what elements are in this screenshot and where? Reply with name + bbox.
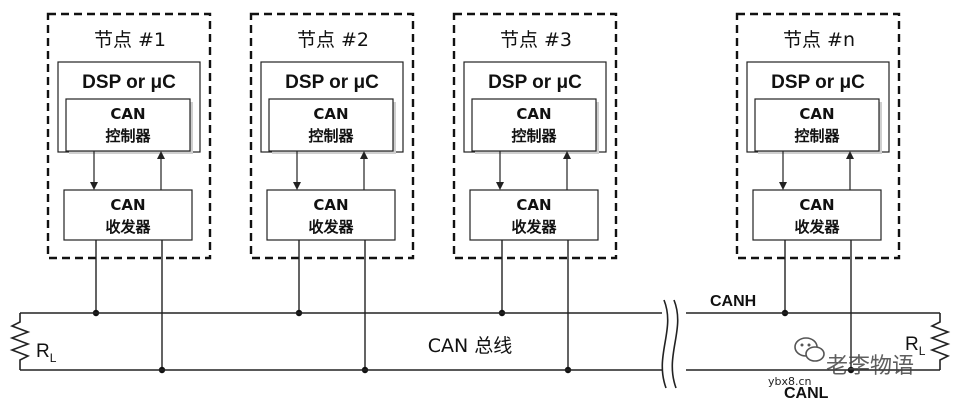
bus-break-mark-b <box>671 299 679 389</box>
node-1-controller-box <box>65 98 191 152</box>
node-1-frame <box>46 12 212 260</box>
node-2-transceiver-line1: CAN <box>313 196 348 214</box>
node-3-frame <box>452 12 618 260</box>
node-2-controller-line2: 控制器 <box>308 127 354 145</box>
resistor-left <box>9 313 31 370</box>
node-2-controller-line1: CAN <box>313 105 348 123</box>
node-2-transceiver-line2: 收发器 <box>308 218 354 236</box>
watermark: 老李物语 ybx8.cn <box>768 337 914 388</box>
node-4-processor-label: DSP or μC <box>771 72 865 93</box>
node-4-transceiver-line1: CAN <box>799 196 834 214</box>
node-2-processor-label: DSP or μC <box>285 72 379 93</box>
node-3-controller-line2: 控制器 <box>511 127 557 145</box>
node-2: 节点 #2 DSP or μC CAN 控制器 CAN 收发器 <box>249 12 415 374</box>
node-2-frame <box>249 12 415 260</box>
node-3-title: 节点 #3 <box>500 29 572 51</box>
node-4-title: 节点 #n <box>783 29 855 51</box>
node-3-controller-line1: CAN <box>516 105 551 123</box>
node-3-controller-box <box>471 98 597 152</box>
node-4-controller-line2: 控制器 <box>794 127 840 145</box>
resistor-right <box>929 313 951 370</box>
watermark-url: ybx8.cn <box>768 375 812 388</box>
wechat-icon <box>794 337 825 362</box>
node-1-controller-line1: CAN <box>110 105 145 123</box>
node-4-controller-box <box>754 98 880 152</box>
node-2-controller-box <box>268 98 394 152</box>
node-4: 节点 #n DSP or μC CAN 控制器 CAN 收发器 <box>735 12 901 374</box>
canl-label: CANL <box>784 385 829 402</box>
bus-lines <box>20 299 940 389</box>
resistor-left-label: RL <box>36 341 57 365</box>
node-4-controller-line1: CAN <box>799 105 834 123</box>
node-1-processor-label: DSP or μC <box>82 72 176 93</box>
node-3-processor-label: DSP or μC <box>488 72 582 93</box>
node-4-frame <box>735 12 901 260</box>
bus-break-mark-a <box>661 299 669 389</box>
node-2-transceiver-box <box>266 189 396 241</box>
node-3: 节点 #3 DSP or μC CAN 控制器 CAN 收发器 <box>452 12 618 374</box>
node-1-controller-line2: 控制器 <box>105 127 151 145</box>
node-1-transceiver-line2: 收发器 <box>105 218 151 236</box>
node-4-transceiver-box <box>752 189 882 241</box>
node-3-transceiver-line1: CAN <box>516 196 551 214</box>
bus-title: CAN 总线 <box>428 335 513 357</box>
node-3-transceiver-line2: 收发器 <box>511 218 557 236</box>
watermark-text: 老李物语 <box>826 354 914 379</box>
node-1-transceiver-line1: CAN <box>110 196 145 214</box>
canh-label: CANH <box>710 293 756 310</box>
node-1-transceiver-box <box>63 189 193 241</box>
node-2-title: 节点 #2 <box>297 29 369 51</box>
node-1-title: 节点 #1 <box>94 29 166 51</box>
node-4-transceiver-line2: 收发器 <box>794 218 840 236</box>
node-3-transceiver-box <box>469 189 599 241</box>
resistor-right-label: RL <box>905 334 926 358</box>
node-1: 节点 #1 DSP or μC CAN 控制器 CAN 收发器 <box>46 12 212 374</box>
